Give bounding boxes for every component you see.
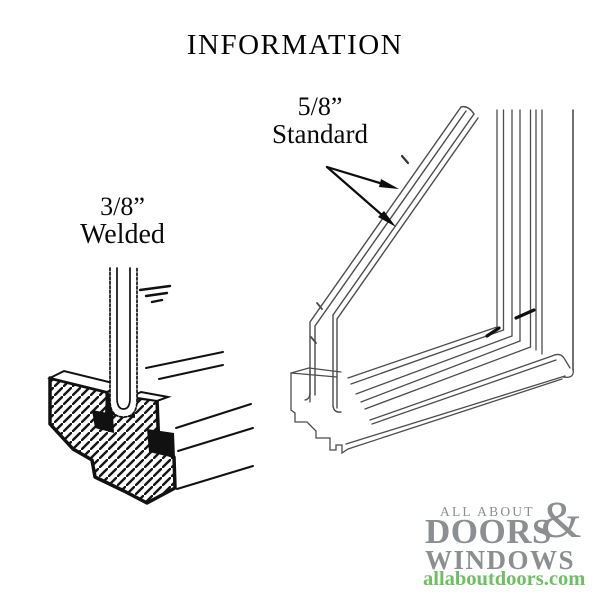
bead-foot-2 [304,392,311,401]
sill-front-edges [345,353,574,450]
jamb-lines [496,109,574,371]
shadow-right [147,429,175,458]
break-symbol [138,284,172,304]
glass-outer-edge [109,267,138,418]
leader-arrows [325,165,399,227]
shadow-left [92,410,114,433]
welded-profile-drawing [47,267,254,505]
standard-size-text: 5/8” [297,92,343,121]
welded-size-text: 3/8” [100,192,145,221]
watermark-logo: ALL ABOUT & DOORS WINDOWS allaboutdoors.… [420,492,595,593]
bead-tick-2 [310,336,317,344]
logo-all-about: ALL ABOUT [440,504,535,519]
stop-top-face [127,390,172,403]
welded-glass-stop-label: 3/8” Welded [40,193,205,249]
logo-url: allaboutdoors.com [423,568,586,590]
logo-windows: WINDOWS [425,545,576,575]
glass-inner-edge [116,267,131,410]
standard-glass-stop-label: 5/8” Standard [240,93,400,148]
logo-ampersand: & [541,492,582,549]
corner-foot [562,368,574,378]
page-title: INFORMATION [186,29,404,61]
welded-text: Welded [80,219,165,251]
glazing-bead [304,105,479,413]
arrowhead-1 [379,179,399,189]
bead-mark [400,154,410,165]
profile-body-lines [145,351,254,490]
sill-end-profile [290,367,349,455]
logo-doors: DOORS [425,512,552,551]
sill-ridge-lines [347,326,532,410]
bead-tick-1 [316,302,323,310]
standard-frame-drawing [290,105,574,455]
standard-text: Standard [272,119,368,150]
miter-accents [485,308,536,338]
bead-foot [332,405,342,413]
bead-top-hook [460,105,475,115]
arrowhead-2 [378,211,396,227]
glass-pane [110,268,137,417]
